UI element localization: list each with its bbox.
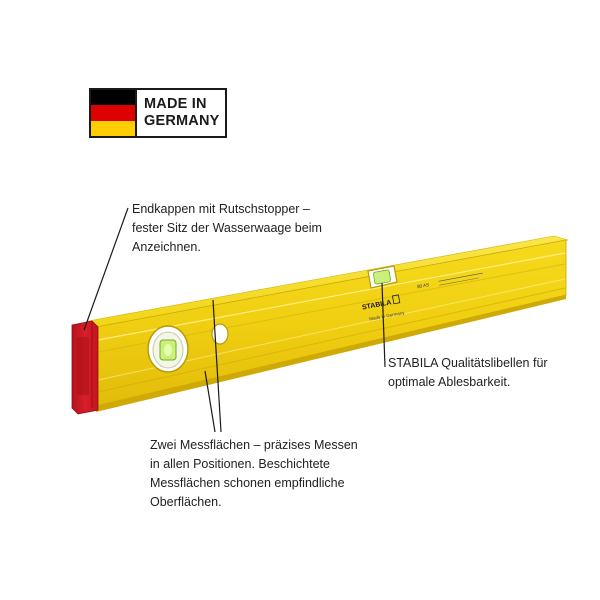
badge-line-1: MADE IN	[144, 96, 207, 112]
callout-surfaces-line-3: Messflächen schonen empfindliche	[150, 476, 345, 490]
callout-endcaps: Endkappen mit Rutschstopper – fester Sit…	[132, 200, 322, 257]
made-in-germany-small: Made in Germany	[369, 310, 406, 322]
pointer-lines	[83, 207, 386, 433]
pointer-surface-top	[212, 299, 222, 433]
german-flag-icon	[91, 90, 137, 136]
callout-vials: STABILA Qualitätslibellen für optimale A…	[388, 354, 548, 392]
callout-endcaps-line-3: Anzeichnen.	[132, 240, 201, 254]
vial-window-top	[367, 265, 398, 289]
callout-surfaces-line-4: Oberflächen.	[150, 495, 222, 509]
model-label: 80 AS	[417, 282, 430, 289]
badge-text: MADE IN GERMANY	[137, 90, 225, 136]
flag-stripe-red	[91, 105, 135, 121]
left-endcap	[71, 320, 99, 415]
hand-hole	[211, 323, 229, 345]
callout-surfaces: Zwei Messflächen – präzises Messen in al…	[150, 436, 358, 512]
pointer-vial	[381, 282, 386, 368]
callout-vials-line-1: STABILA Qualitätslibellen für	[388, 356, 548, 370]
badge-line-2: GERMANY	[144, 113, 220, 129]
callout-endcaps-line-2: fester Sitz der Wasserwaage beim	[132, 221, 322, 235]
callout-surfaces-line-1: Zwei Messflächen – präzises Messen	[150, 438, 358, 452]
pointer-endcap	[83, 207, 129, 331]
vial-window-left	[147, 325, 189, 373]
level-body	[87, 235, 569, 412]
pointer-surface-side	[204, 370, 216, 433]
callout-endcaps-line-1: Endkappen mit Rutschstopper –	[132, 202, 310, 216]
flag-stripe-gold	[91, 120, 135, 136]
flag-stripe-black	[91, 90, 135, 106]
made-in-germany-badge: MADE IN GERMANY	[89, 88, 227, 138]
callout-vials-line-2: optimale Ablesbarkeit.	[388, 375, 511, 389]
callout-surfaces-line-2: in allen Positionen. Beschichtete	[150, 457, 330, 471]
